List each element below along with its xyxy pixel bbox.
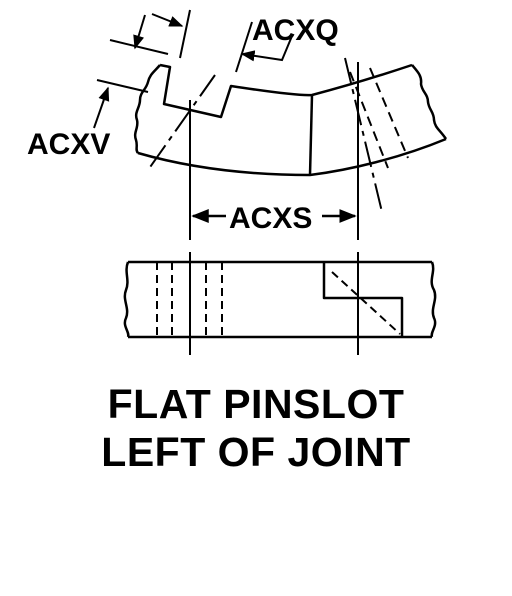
dimension-acxq xyxy=(235,21,293,73)
acxq-ext-line xyxy=(235,21,253,73)
dimension-acxv xyxy=(93,9,191,129)
acxv-arrow-3 xyxy=(151,13,184,27)
bottom-curved-edge xyxy=(137,137,447,177)
acxv-leader xyxy=(93,86,110,129)
joint-line xyxy=(308,94,314,176)
acxs-label: ACXS xyxy=(229,202,312,235)
right-break-edge xyxy=(411,64,448,140)
top-edge-with-slot xyxy=(159,63,413,119)
flat-right-break xyxy=(430,261,437,338)
right-pin-axis xyxy=(344,57,383,213)
flat-view xyxy=(123,260,437,339)
acxv-ext-line-1 xyxy=(96,79,149,93)
curved-segment xyxy=(133,63,448,177)
flat-slot-outline xyxy=(322,262,404,337)
caption-line-1: FLAT PINSLOT xyxy=(107,381,405,427)
acxv-ext-line-3 xyxy=(179,9,191,59)
acxv-arrow-2 xyxy=(133,14,146,50)
acxv-ext-line-2 xyxy=(109,39,169,55)
caption-line-2: LEFT OF JOINT xyxy=(101,429,411,475)
pin-centerlines xyxy=(147,57,383,355)
flat-hidden-lines xyxy=(156,262,401,337)
acxq-label: ACXQ xyxy=(252,14,339,47)
left-break-edge xyxy=(133,64,161,154)
acxq-leader xyxy=(240,35,293,62)
top-hidden-lines xyxy=(349,67,409,169)
flat-left-break xyxy=(123,261,130,338)
acxv-label: ACXV xyxy=(27,128,110,161)
left-pin-axis xyxy=(147,74,216,171)
